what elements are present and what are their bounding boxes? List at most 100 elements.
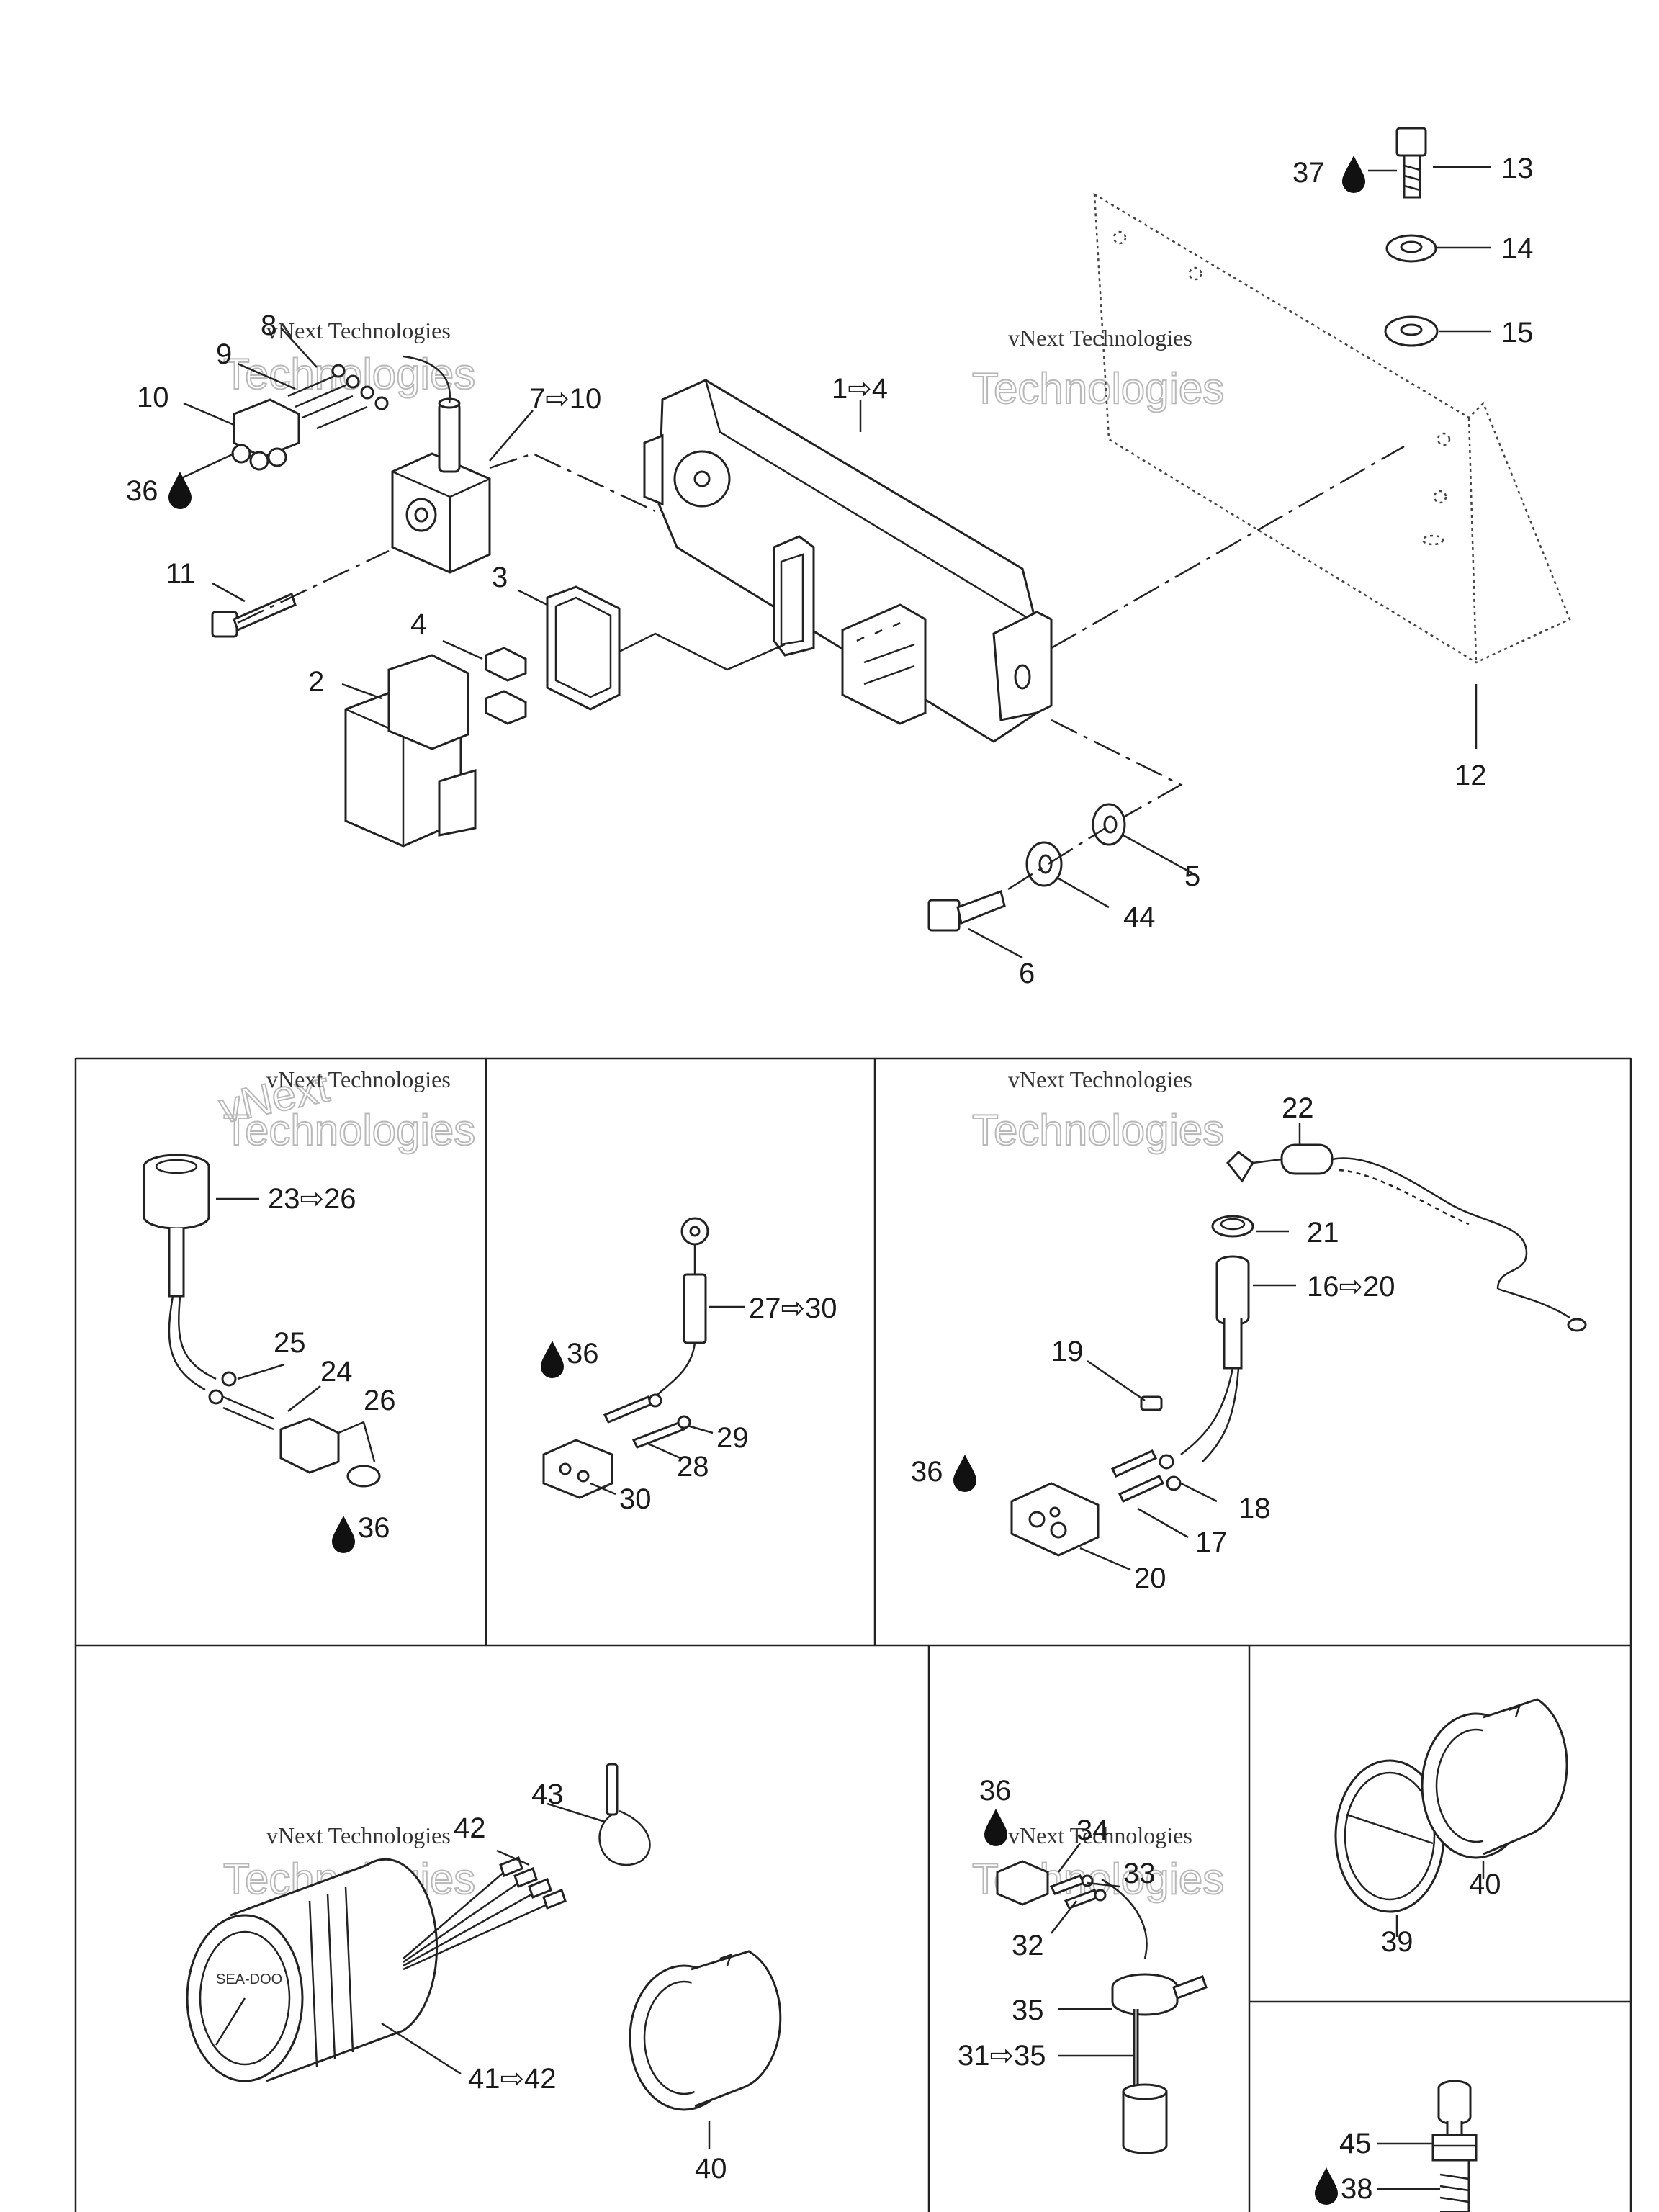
svg-text:Technologies: Technologies	[223, 350, 475, 398]
callout-31-35: 31⇨35	[958, 2040, 1046, 2072]
svg-text:Technologies: Technologies	[972, 364, 1224, 413]
washer-5	[1092, 803, 1126, 846]
callout-10: 10	[137, 382, 169, 413]
callout-42: 42	[454, 1812, 486, 1844]
svg-text:Technologies: Technologies	[972, 1106, 1224, 1154]
svg-text:vNext Technologies: vNext Technologies	[1008, 1066, 1192, 1092]
callout-40-left: 40	[695, 2153, 727, 2185]
callout-37: 37	[1292, 157, 1325, 189]
cable-tie-43	[598, 1763, 651, 1866]
svg-text:vNext Technologies: vNext Technologies	[1008, 325, 1192, 351]
callout-41-42: 41⇨42	[468, 2063, 557, 2095]
watermark-3: vNext Technologies Technologies	[222, 1066, 476, 1155]
callout-29: 29	[716, 1422, 749, 1454]
callout-19: 19	[1051, 1336, 1084, 1367]
bolt-6	[927, 890, 1006, 932]
leader-lines-panel-7	[1377, 2142, 1440, 2190]
ring-40-left	[629, 1950, 782, 2111]
terminals-8-9	[287, 364, 389, 430]
tether-cord-22	[1226, 1143, 1587, 1332]
connector-10	[231, 398, 300, 471]
callout-36-panel-1: 36	[358, 1512, 390, 1544]
callout-36-panel-3: 36	[911, 1456, 943, 1488]
callout-5: 5	[1184, 860, 1200, 892]
callout-3: 3	[492, 562, 508, 593]
callout-28: 28	[677, 1451, 709, 1483]
cap-21	[1211, 1215, 1254, 1238]
drop-icon	[953, 1455, 976, 1492]
sensor-27	[655, 1217, 709, 1398]
callout-36-top: 36	[126, 475, 158, 507]
callout-36-panel-2: 36	[567, 1338, 599, 1370]
callout-35: 35	[1012, 1995, 1044, 2026]
callout-32: 32	[1012, 1930, 1044, 1961]
callout-20: 20	[1134, 1563, 1166, 1594]
mounting-plate-12	[1093, 192, 1571, 664]
callout-45: 45	[1339, 2128, 1372, 2159]
lock-washer-44	[1025, 841, 1063, 887]
leader-lines-panel-4	[381, 1802, 711, 2149]
callout-34: 34	[1076, 1815, 1109, 1846]
terminals-17-19	[1110, 1395, 1182, 1503]
watermark-1: vNext vNext Technologies Technologies	[215, 318, 476, 1133]
callout-23-26: 23⇨26	[268, 1183, 356, 1215]
connector-30	[542, 1439, 613, 1499]
callout-25: 25	[274, 1327, 306, 1359]
bolt-13	[1395, 127, 1427, 199]
callout-21: 21	[1307, 1217, 1339, 1249]
callout-36-panel-5: 36	[979, 1775, 1012, 1807]
callout-15: 15	[1501, 317, 1534, 349]
callout-43: 43	[531, 1779, 564, 1810]
leader-lines-panel-5	[1051, 1843, 1134, 2057]
callout-8: 8	[261, 310, 276, 341]
callout-6: 6	[1019, 958, 1035, 989]
watermark-text: vNext Technologies	[266, 318, 451, 343]
lock-washer-14	[1385, 234, 1437, 263]
fuse-holder-2	[344, 654, 477, 848]
fuel-sender-31	[1101, 1878, 1208, 2154]
callout-27-30: 27⇨30	[749, 1292, 837, 1324]
callout-44: 44	[1123, 902, 1156, 933]
watermark-4: vNext Technologies Technologies	[971, 1066, 1225, 1155]
callout-2: 2	[308, 666, 324, 698]
callout-22: 22	[1282, 1092, 1314, 1124]
callout-18: 18	[1238, 1493, 1271, 1524]
cover-3	[546, 585, 621, 711]
callout-39: 39	[1381, 1926, 1413, 1958]
callout-7-10: 7⇨10	[529, 383, 601, 415]
callout-38: 38	[1341, 2173, 1373, 2205]
callout-1-4: 1⇨4	[832, 373, 888, 405]
callout-14: 14	[1501, 233, 1534, 264]
drop-icon	[168, 472, 192, 509]
watermark-2: vNext Technologies Technologies	[971, 325, 1225, 413]
callout-40-right: 40	[1469, 1869, 1501, 1900]
callout-13: 13	[1501, 153, 1534, 184]
svg-text:vNext Technologies: vNext Technologies	[266, 1822, 451, 1848]
callout-26: 26	[364, 1385, 396, 1416]
drop-icon	[984, 1809, 1007, 1846]
flat-washer-15	[1384, 315, 1439, 347]
leader-lines-top	[179, 166, 1491, 959]
leader-lines-panel-3	[1079, 1123, 1301, 1571]
screw-11	[211, 592, 297, 638]
callout-33: 33	[1123, 1858, 1156, 1889]
electronic-module-1	[643, 379, 1053, 743]
drop-icon	[332, 1516, 355, 1553]
connector-20	[1010, 1482, 1100, 1557]
svg-text:vNext Technologies: vNext Technologies	[266, 1066, 451, 1092]
sensor-23	[143, 1154, 217, 1391]
callout-12: 12	[1455, 760, 1487, 791]
sensor-45	[1431, 2080, 1478, 2212]
callout-30: 30	[619, 1483, 652, 1515]
callout-24: 24	[320, 1356, 353, 1388]
leader-lines-panel-1	[216, 1197, 376, 1462]
switch-16	[1180, 1255, 1250, 1462]
ring-40-right	[1421, 1698, 1568, 1859]
assembly-lines-top	[237, 445, 1405, 891]
svg-text:vNext Technologies: vNext Technologies	[1008, 1822, 1192, 1848]
terminals-28-29	[603, 1393, 691, 1449]
callout-9: 9	[216, 338, 232, 370]
callout-17: 17	[1195, 1527, 1228, 1558]
drop-icon	[541, 1341, 564, 1378]
